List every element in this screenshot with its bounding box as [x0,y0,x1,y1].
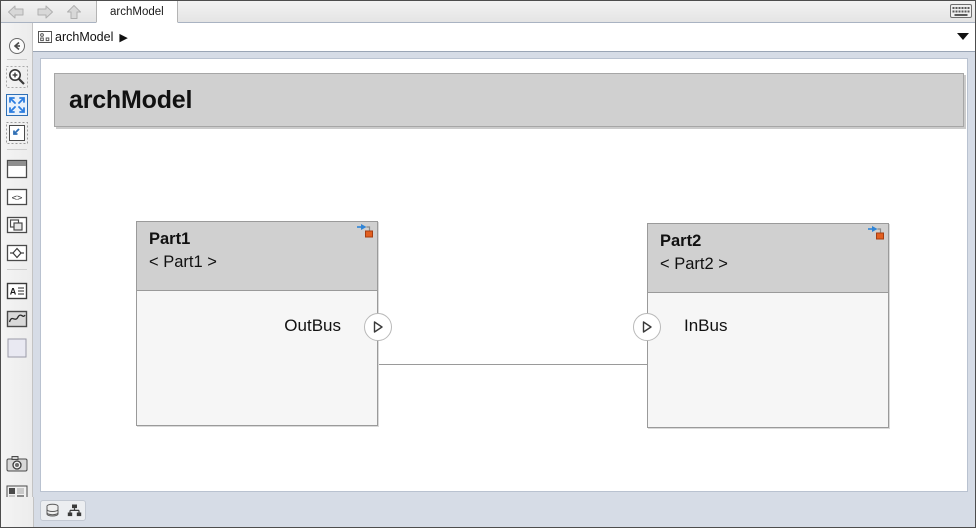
variant-component-icon[interactable] [5,213,29,237]
back-button[interactable] [3,3,29,21]
reference-component-badge-icon [866,225,886,243]
output-port-outbus[interactable] [364,313,392,341]
status-bar-chip [40,500,86,521]
reference-component-badge-icon [355,223,375,241]
port-label-inbus: InBus [684,316,728,335]
component-body: InBus [633,293,888,427]
tab-bar: archModel [1,1,975,23]
breadcrumb-bar: archModel ▶ [1,23,975,52]
component-part2[interactable]: Part2 < Part2 > [633,223,889,428]
zoom-region-icon[interactable] [5,121,29,145]
tab-archmodel[interactable]: archModel [96,1,178,23]
component-name: Part1 [149,230,191,248]
left-toolbar: <> A [1,23,33,527]
connection-line[interactable] [379,364,647,365]
blank-area-icon[interactable] [5,336,29,360]
component-stereotype: < Part1 > [149,253,217,271]
port-label-outbus: OutBus [284,316,341,335]
canvas-frame: archModel Part1 < Part1 > [34,53,975,497]
camera-icon[interactable] [5,452,29,476]
component-header: Part1 < Part1 > [137,222,377,291]
component-icon[interactable] [5,157,29,181]
breadcrumb[interactable]: archModel ▶ [38,30,128,44]
zoom-in-icon[interactable] [5,65,29,89]
toolbar-separator [7,59,27,60]
diagram-canvas[interactable]: archModel Part1 < Part1 > [40,58,968,492]
forward-button[interactable] [32,3,58,21]
chevron-down-icon[interactable] [957,33,969,40]
status-bar [1,497,975,527]
model-block-icon [38,30,52,44]
keyboard-icon[interactable] [950,4,972,18]
tab-label: archModel [110,5,164,18]
component-part1[interactable]: Part1 < Part1 > OutBus [136,221,392,426]
signal-icon[interactable] [5,307,29,331]
component-body: OutBus [137,291,392,425]
reference-component-icon[interactable]: <> [5,185,29,209]
breadcrumb-label: archModel [55,30,114,44]
svg-text:A: A [10,287,17,297]
fit-to-view-icon[interactable] [5,93,29,117]
toolbar-separator [7,149,27,150]
breadcrumb-separator-icon: ▶ [119,31,128,44]
component-name: Part2 [660,232,702,250]
toolbar-separator [7,269,27,270]
input-port-inbus[interactable] [633,313,661,341]
requirements-icon[interactable]: A [5,279,29,303]
component-header: Part2 < Part2 > [648,224,888,293]
component-stereotype: < Part2 > [660,255,728,273]
navigate-up-icon[interactable] [5,34,29,58]
svg-text:<>: <> [12,194,23,204]
page-title: archModel [69,85,193,114]
data-dictionary-icon[interactable] [45,503,60,518]
status-bar-left-pad [1,497,34,527]
model-hierarchy-icon[interactable] [67,503,82,518]
model-title-band: archModel [54,73,964,127]
up-to-parent-button[interactable] [61,3,87,21]
adapter-icon[interactable] [5,241,29,265]
